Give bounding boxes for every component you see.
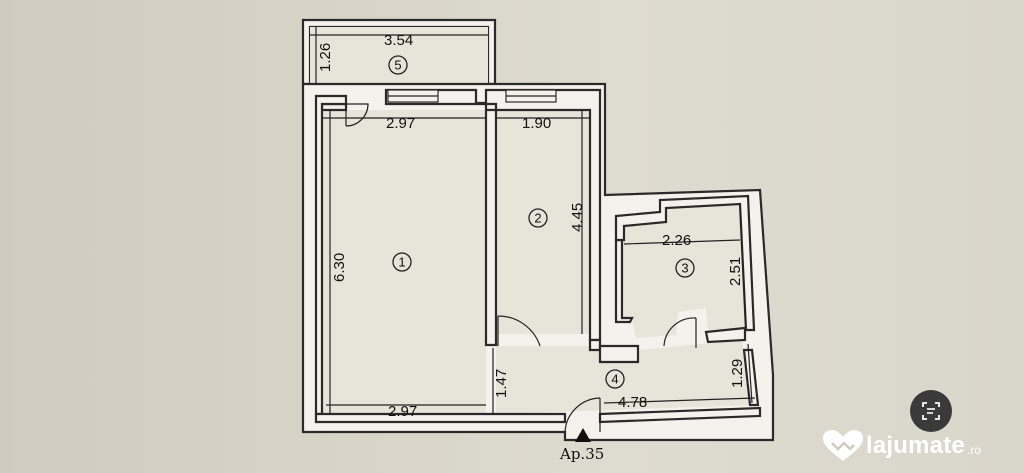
dimension-lines xyxy=(310,27,756,414)
dim-room2-length: 4.45 xyxy=(569,203,586,232)
svg-text:5: 5 xyxy=(394,58,401,73)
windows xyxy=(387,89,557,103)
dim-hall-length: 4.78 xyxy=(618,394,647,411)
room-number-2: 2 xyxy=(528,208,548,228)
apartment-label: Ap.35 xyxy=(559,445,604,463)
heart-handshake-icon xyxy=(823,430,863,461)
room-3-area xyxy=(622,200,746,338)
dim-room1-length: 6.30 xyxy=(331,253,348,282)
svg-text:3: 3 xyxy=(681,261,688,276)
site-logo[interactable]: lajumate .ro xyxy=(820,428,981,464)
room-number-5: 5 xyxy=(388,55,408,75)
dim-hall-depth-left: 1.47 xyxy=(493,369,510,398)
svg-text:2: 2 xyxy=(534,211,541,226)
dim-room1-width-bottom: 2.97 xyxy=(388,403,417,420)
dim-balcony-width: 3.54 xyxy=(384,32,413,49)
svg-text:1: 1 xyxy=(398,255,405,270)
inner-walls xyxy=(314,88,762,424)
svg-text:4: 4 xyxy=(611,372,618,387)
dim-room3-width: 2.26 xyxy=(662,232,691,249)
room-2-area xyxy=(496,110,590,334)
dim-balcony-depth: 1.26 xyxy=(317,43,334,72)
room-1-area xyxy=(322,110,486,414)
dim-room2-width: 1.90 xyxy=(522,115,551,132)
hall-area xyxy=(496,340,755,414)
room-number-3: 3 xyxy=(675,258,695,278)
image-search-button[interactable] xyxy=(910,390,952,432)
doors xyxy=(345,103,697,433)
entrance-arrow xyxy=(575,428,591,442)
logo-text: lajumate xyxy=(866,432,965,459)
room-number-1: 1 xyxy=(392,252,412,272)
image-search-icon xyxy=(922,402,940,420)
dim-hall-depth-right: 1.29 xyxy=(729,359,746,388)
dim-room1-width-top: 2.97 xyxy=(386,115,415,132)
logo-tld: .ro xyxy=(966,443,981,457)
room-number-4: 4 xyxy=(605,369,625,389)
dim-room3-length: 2.51 xyxy=(727,257,744,286)
